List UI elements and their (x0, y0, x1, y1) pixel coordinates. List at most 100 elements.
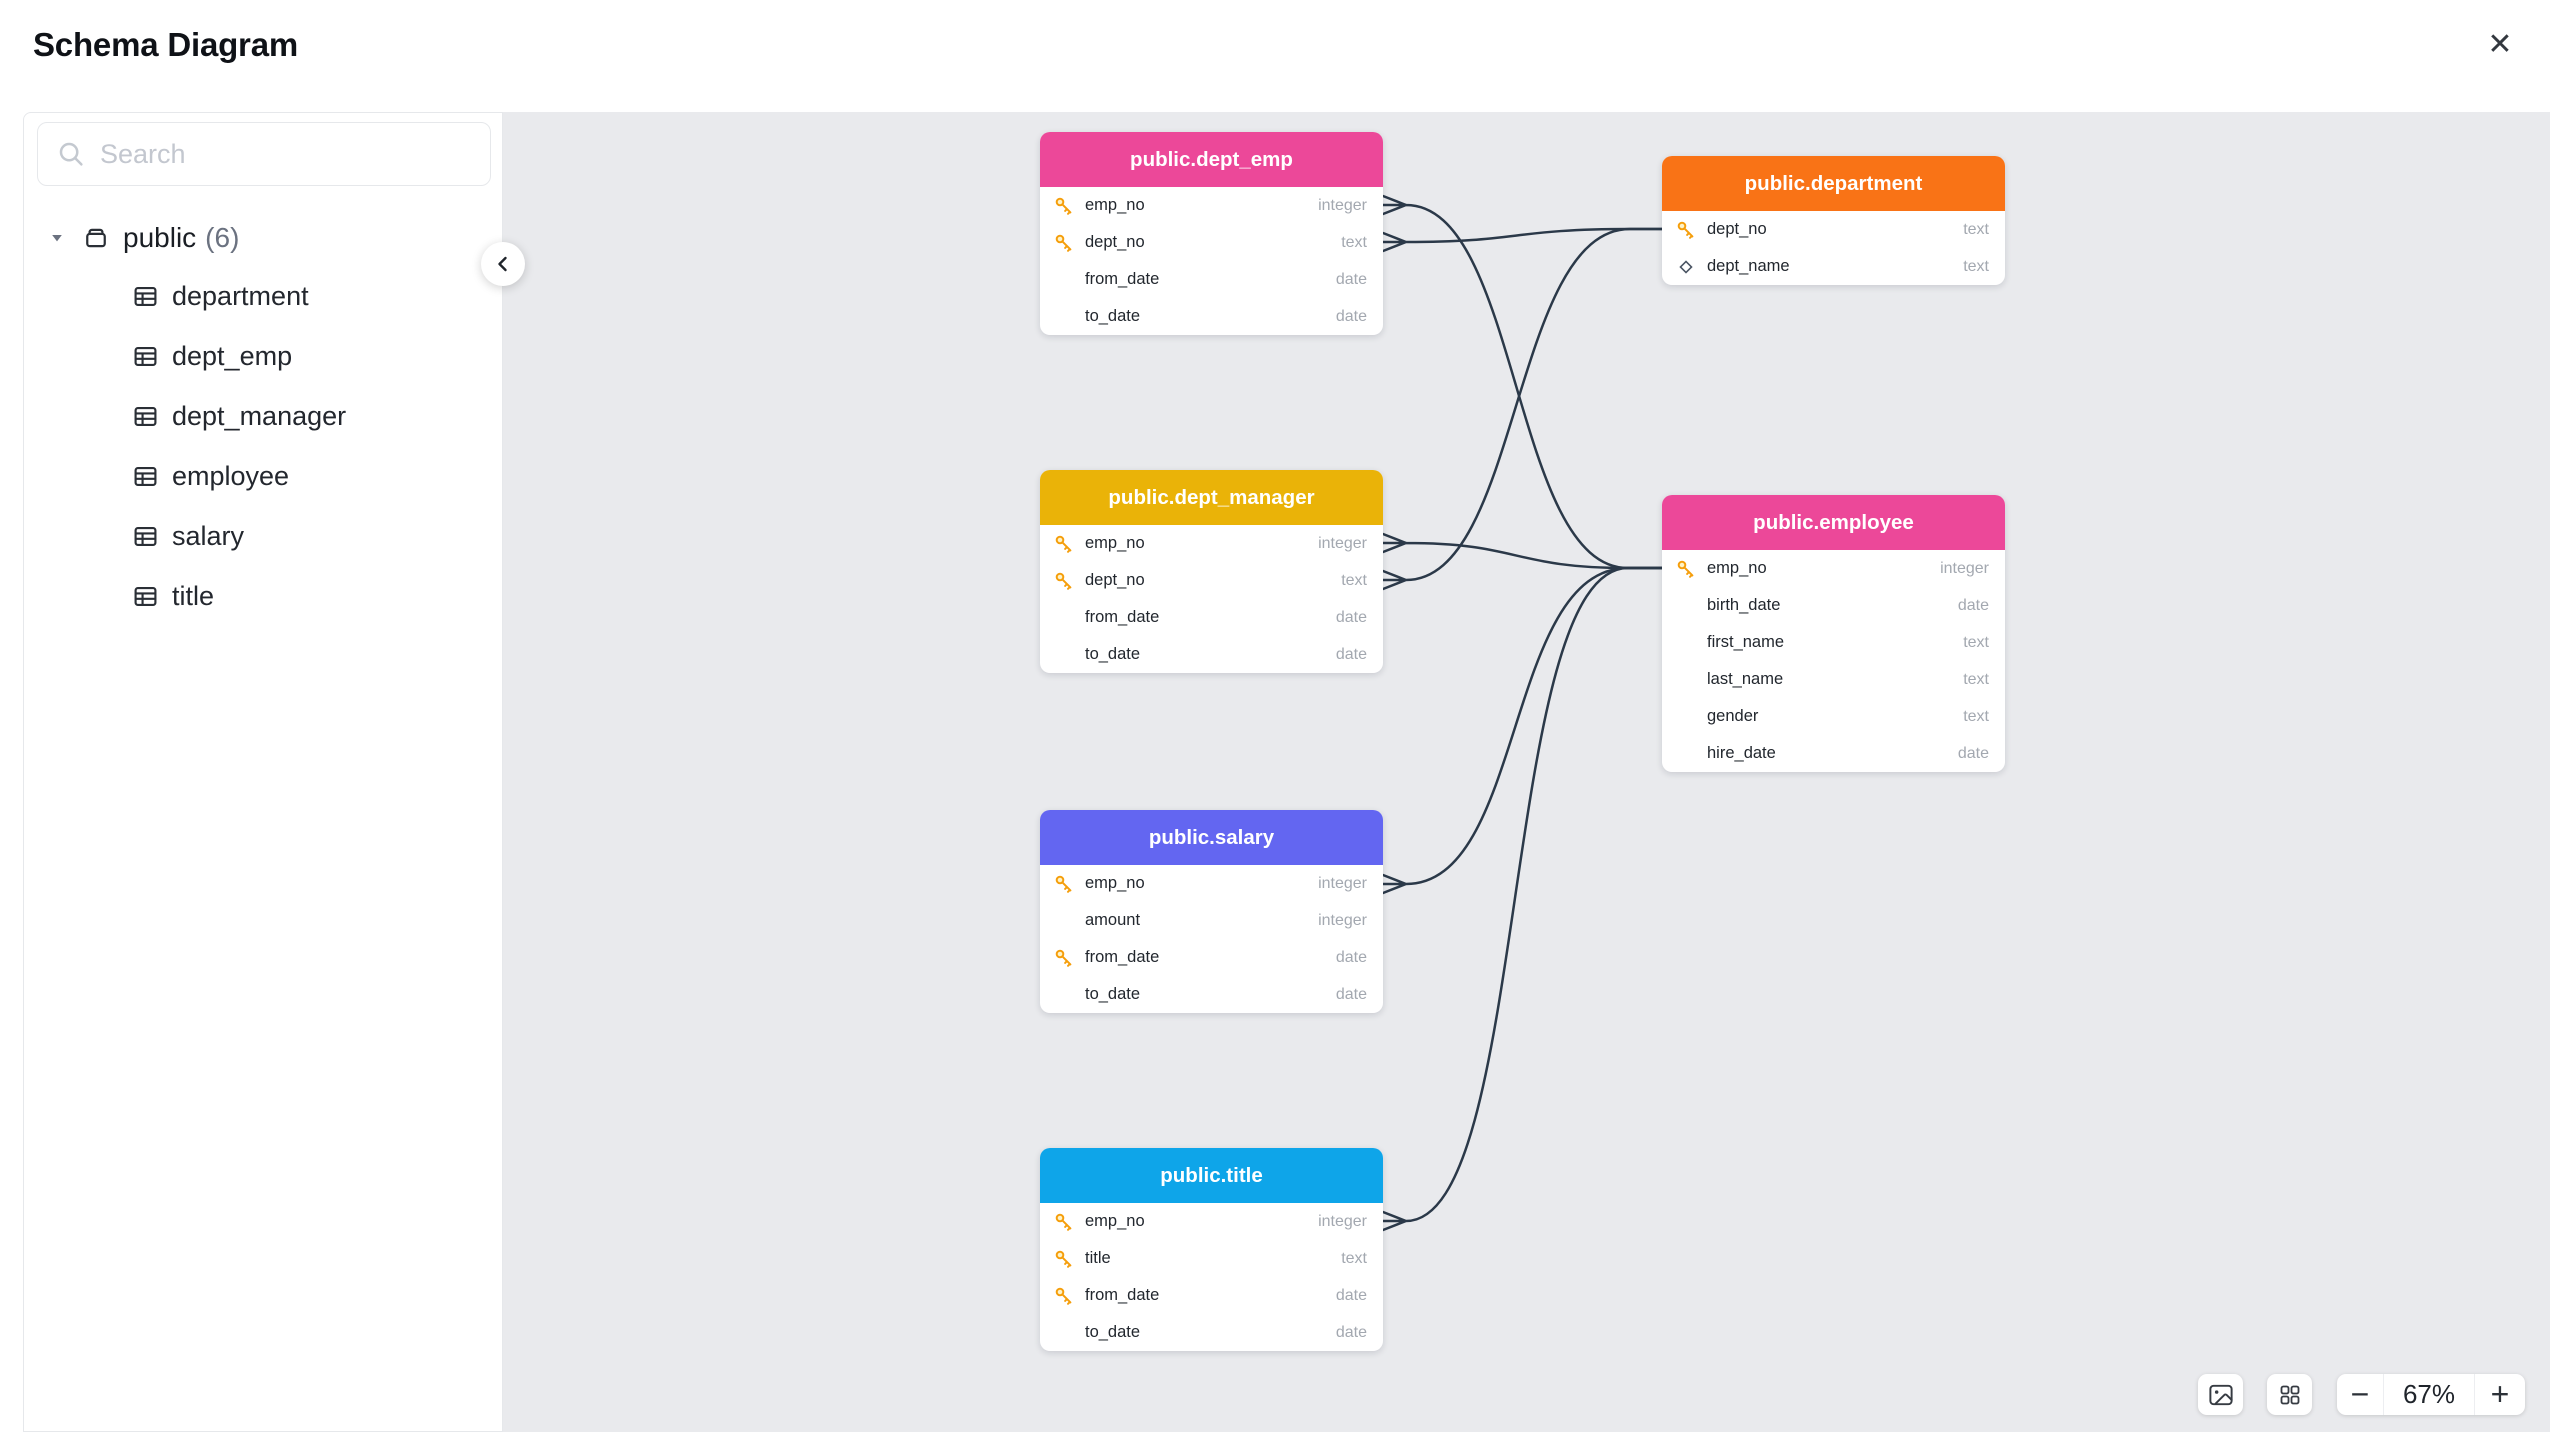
table-node-header[interactable]: public.dept_emp (1040, 132, 1383, 187)
column-type: text (1963, 257, 1989, 275)
column-name: dept_name (1707, 257, 1790, 275)
table-icon (134, 406, 157, 426)
column-row: from_date date (1040, 261, 1383, 298)
column-row: hire_date date (1662, 735, 2005, 772)
primary-key-icon (1053, 873, 1074, 894)
sidebar-item-salary[interactable]: salary (24, 506, 502, 566)
table-node-header[interactable]: public.employee (1662, 495, 2005, 550)
icon-spacer (1053, 1322, 1074, 1343)
table-label: employee (172, 460, 290, 491)
column-type: integer (1318, 1212, 1367, 1230)
table-node-header[interactable]: public.salary (1040, 810, 1383, 865)
zoom-in-button[interactable]: + (2474, 1374, 2525, 1415)
column-name: birth_date (1707, 596, 1781, 614)
icon-spacer (1053, 306, 1074, 327)
column-row: emp_no integer (1040, 525, 1383, 562)
zoom-out-icon: − (2350, 1376, 2370, 1412)
column-type: date (1335, 270, 1367, 288)
column-name: to_date (1085, 645, 1141, 663)
column-type: integer (1318, 874, 1367, 892)
table-icon (134, 526, 157, 546)
column-row: emp_no integer (1040, 865, 1383, 902)
table-node-header[interactable]: public.department (1662, 156, 2005, 211)
column-type: date (1335, 1323, 1367, 1341)
table-label: dept_emp (172, 340, 293, 371)
column-row: to_date date (1040, 1314, 1383, 1351)
caret-down-icon[interactable] (49, 230, 65, 246)
table-node-header[interactable]: public.dept_manager (1040, 470, 1383, 525)
column-type: date (1335, 1286, 1367, 1304)
icon-spacer (1675, 743, 1696, 764)
schema-sidebar: public (6) department dept_emp dept_mana… (23, 112, 503, 1432)
column-type: date (1335, 985, 1367, 1003)
table-node-department[interactable]: public.department dept_no text dept_name… (1662, 156, 2005, 285)
table-node-dept-manager[interactable]: public.dept_manager emp_no integer dept_… (1040, 470, 1383, 673)
column-row: emp_no integer (1040, 1203, 1383, 1240)
column-row: dept_no text (1662, 211, 2005, 248)
column-name: emp_no (1085, 196, 1145, 214)
column-type: integer (1318, 911, 1367, 929)
zoom-in-icon: + (2490, 1376, 2510, 1412)
column-name: dept_no (1085, 233, 1145, 251)
column-row: title text (1040, 1240, 1383, 1277)
column-row: dept_no text (1040, 224, 1383, 261)
schema-tree-item-public[interactable]: public (6) (24, 210, 502, 266)
table-node-employee[interactable]: public.employee emp_no integer birth_dat… (1662, 495, 2005, 772)
sidebar-item-dept-emp[interactable]: dept_emp (24, 326, 502, 386)
icon-spacer (1675, 632, 1696, 653)
primary-key-icon (1053, 570, 1074, 591)
icon-spacer (1053, 644, 1074, 665)
column-type: text (1341, 1249, 1367, 1267)
column-name: emp_no (1085, 534, 1145, 552)
table-icon (134, 586, 157, 606)
page-title: Schema Diagram (33, 26, 298, 63)
sidebar-item-employee[interactable]: employee (24, 446, 502, 506)
zoom-out-button[interactable]: − (2337, 1374, 2384, 1415)
column-row: gender text (1662, 698, 2005, 735)
sidebar-item-department[interactable]: department (24, 266, 502, 326)
table-icon (134, 466, 157, 486)
table-node-dept-emp[interactable]: public.dept_emp emp_no integer dept_no t… (1040, 132, 1383, 335)
column-name: first_name (1707, 633, 1785, 651)
auto-layout-button[interactable] (2267, 1374, 2312, 1415)
sidebar-item-title[interactable]: title (24, 566, 502, 626)
sidebar-item-dept-manager[interactable]: dept_manager (24, 386, 502, 446)
unique-diamond-icon (1675, 256, 1696, 277)
export-image-button[interactable] (2198, 1374, 2243, 1415)
column-row: amount integer (1040, 902, 1383, 939)
table-node-title[interactable]: public.title emp_no integer title text f… (1040, 1148, 1383, 1351)
collapse-sidebar-button[interactable] (481, 242, 525, 286)
primary-key-icon (1053, 1248, 1074, 1269)
column-row: first_name text (1662, 624, 2005, 661)
column-row: from_date date (1040, 1277, 1383, 1314)
column-name: last_name (1707, 670, 1784, 688)
primary-key-icon (1053, 533, 1074, 554)
column-type: text (1963, 707, 1989, 725)
close-button[interactable]: ✕ (2478, 22, 2522, 66)
table-label: department (172, 280, 309, 311)
column-row: emp_no integer (1662, 550, 2005, 587)
icon-spacer (1053, 269, 1074, 290)
column-name: hire_date (1707, 744, 1776, 762)
column-name: from_date (1085, 948, 1160, 966)
table-node-header[interactable]: public.title (1040, 1148, 1383, 1203)
zoom-level: 67% (2402, 1379, 2456, 1409)
table-label: salary (172, 520, 245, 551)
column-type: integer (1318, 196, 1367, 214)
zoom-controls: − 67% + (2337, 1374, 2525, 1415)
column-type: date (1957, 744, 1989, 762)
column-name: amount (1085, 911, 1141, 929)
column-row: from_date date (1040, 939, 1383, 976)
app-header: Schema Diagram ✕ (0, 0, 2550, 112)
table-label: dept_manager (172, 400, 347, 431)
search-input[interactable] (100, 138, 472, 170)
table-node-salary[interactable]: public.salary emp_no integer amount inte… (1040, 810, 1383, 1013)
column-name: gender (1707, 707, 1759, 725)
column-row: dept_name text (1662, 248, 2005, 285)
diagram-canvas[interactable] (503, 112, 2550, 1432)
close-icon: ✕ (2487, 27, 2513, 61)
column-name: from_date (1085, 608, 1160, 626)
primary-key-icon (1053, 232, 1074, 253)
chevron-left-icon (498, 256, 507, 272)
primary-key-icon (1053, 1285, 1074, 1306)
